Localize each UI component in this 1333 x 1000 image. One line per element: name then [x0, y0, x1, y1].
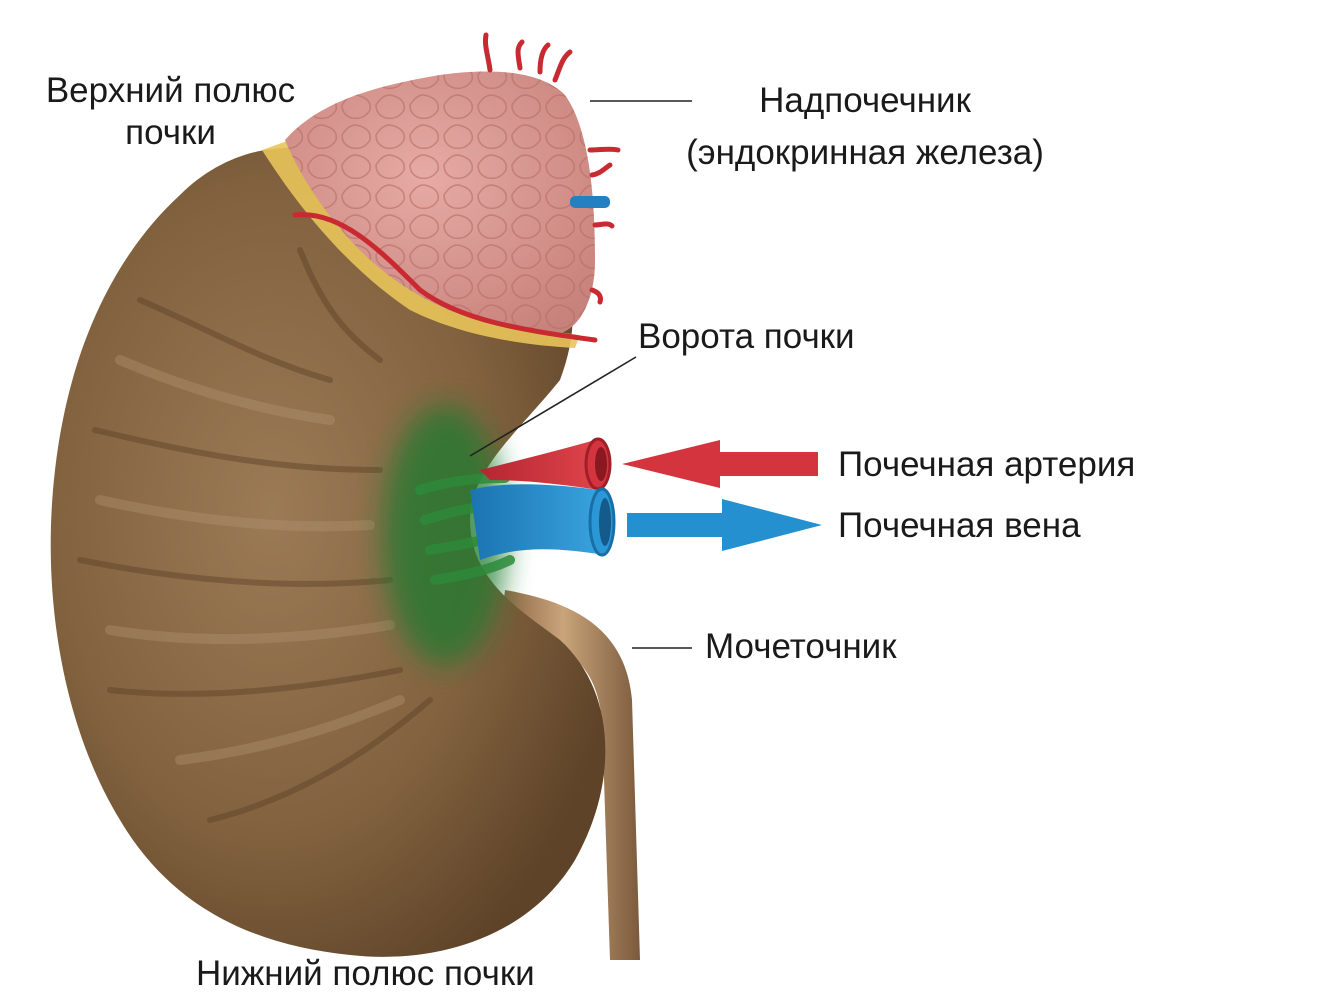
label-artery: Почечная артерия — [838, 445, 1136, 484]
label-adrenal: Надпочечник (эндокринная железа) — [655, 80, 1075, 174]
hilum-leader — [469, 356, 637, 457]
label-upper-pole-line2: почки — [125, 113, 216, 152]
label-vein: Почечная вена — [838, 506, 1081, 545]
label-ureter: Мочеточник — [705, 627, 897, 666]
adrenal-vein — [570, 196, 610, 208]
adrenal-arteries — [292, 32, 621, 343]
label-upper-pole: Верхний полюс почки — [28, 70, 313, 154]
renal-artery-lumen — [595, 447, 607, 481]
label-hilum: Ворота почки — [638, 317, 855, 356]
hilum-highlight — [383, 405, 507, 665]
renal-vein — [470, 484, 605, 560]
artery-arrow — [622, 440, 818, 488]
vein-arrow — [627, 499, 822, 551]
renal-artery — [480, 440, 600, 490]
kidney — [50, 146, 606, 957]
label-lower-pole: Нижний полюс почки — [196, 954, 535, 993]
label-adrenal-line1: Надпочечник — [759, 81, 971, 120]
fat-layer — [262, 140, 580, 348]
label-upper-pole-line1: Верхний полюс — [45, 71, 296, 110]
adrenal-lobules — [285, 71, 595, 335]
renal-vein-lumen — [599, 498, 611, 546]
kidney-surface-folds — [77, 247, 433, 823]
kidney-highlights — [95, 355, 405, 765]
label-adrenal-line2: (эндокринная железа) — [686, 133, 1044, 172]
ureter — [500, 590, 640, 960]
